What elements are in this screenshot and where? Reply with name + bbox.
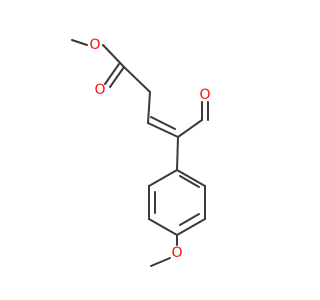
aldehyde-oxygen-label: O: [199, 87, 210, 103]
atom-labels: O O O O: [89, 37, 210, 261]
ring-inner-1: [179, 175, 200, 188]
bond-c1-c2: [123, 66, 151, 93]
methoxy-oxygen-label: O: [171, 245, 182, 261]
bond-c4-cho: [177, 119, 203, 138]
ring-bond-3: [176, 218, 206, 236]
bond-c3-c4: [147, 122, 179, 138]
bond-c2-c3: [147, 91, 151, 124]
bond-c3-c4-2: [150, 116, 176, 130]
ester-oxygen-label: O: [89, 37, 100, 53]
bond-o-methoxy-ch3: [150, 257, 171, 267]
ring-bond-6: [148, 169, 178, 187]
ring-bond-4: [148, 218, 178, 236]
bonds: [71, 39, 209, 267]
ring-inner-2: [179, 213, 200, 226]
bond-c1-o-double: [109, 66, 125, 88]
molecule-diagram: O O O O: [71, 37, 211, 267]
structure-svg: O O O O: [71, 37, 211, 267]
bond-c4-aryl: [176, 136, 179, 171]
bond-o-ester-c1: [102, 44, 125, 68]
ester-carbonyl-oxygen-label: O: [94, 82, 105, 98]
bond-c1-o-double-2: [104, 63, 120, 85]
bond-ch3-o-ester: [71, 39, 88, 46]
ring-bond-1: [176, 169, 206, 187]
